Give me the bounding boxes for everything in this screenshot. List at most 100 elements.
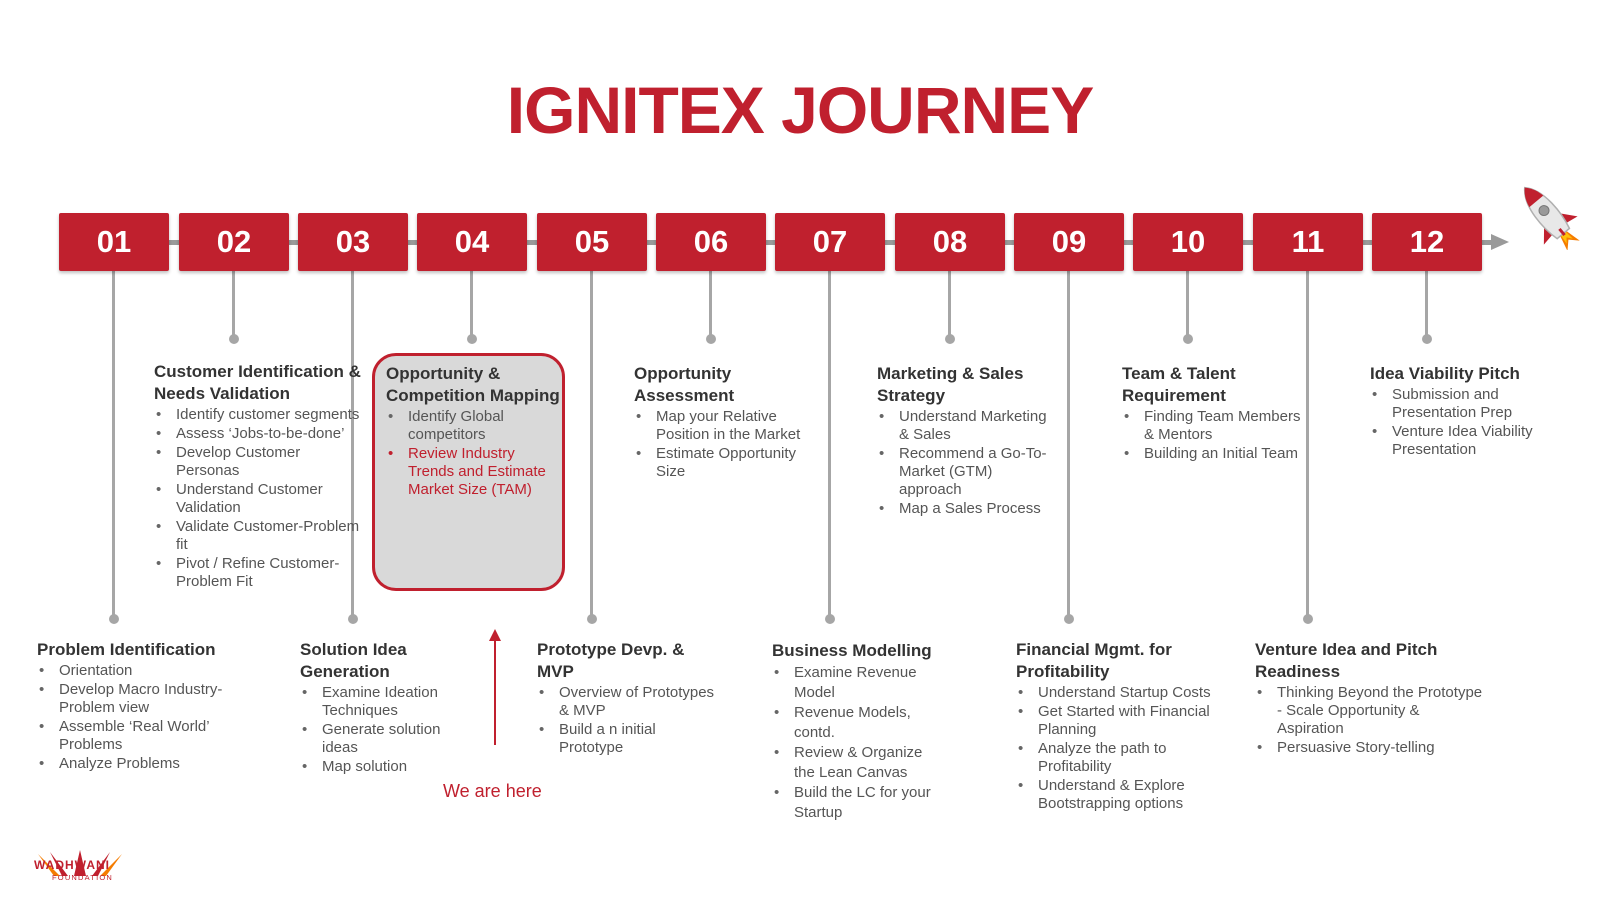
step-box-12: 12 [1372,213,1482,271]
card-title: Problem Identification [37,640,216,659]
step-box-06: 06 [656,213,766,271]
list-item: Generate solution ideas [300,721,470,757]
step-box-08: 08 [895,213,1005,271]
arrow-up-icon [489,629,501,641]
card-title: Idea Viability Pitch [1370,364,1520,383]
list-item: Map a Sales Process [877,500,1057,518]
card-03: Solution Idea Generation Examine Ideatio… [300,639,470,777]
card-title: Business Modelling [772,641,932,660]
connector-11 [1306,271,1309,619]
list-item: Develop Macro Industry-Problem view [37,681,257,717]
logo-name: WADHWANI [34,858,110,872]
page-title: IGNITEX JOURNEY [506,73,1094,147]
list-item: Map solution [300,758,470,776]
connector-dot-12 [1422,334,1432,344]
card-title: Solution Idea Generation [300,640,407,681]
step-box-07: 07 [775,213,885,271]
list-item: Overview of Prototypes & MVP [537,684,717,720]
list-item: Build a n initial Prototype [537,721,717,757]
connector-12 [1425,271,1428,339]
list-item: Thinking Beyond the Prototype - Scale Op… [1255,684,1485,738]
card-02: Customer Identification & Needs Validati… [154,361,366,592]
connector-dot-11 [1303,614,1313,624]
here-arrow-line [494,640,496,745]
card-title: Opportunity & Competition Mapping [386,364,560,405]
step-box-11: 11 [1253,213,1363,271]
card-11: Venture Idea and Pitch Readiness Thinkin… [1255,639,1485,758]
card-title: Financial Mgmt. for Profitability [1016,640,1172,681]
card-title: Team & Talent Requirement [1122,364,1236,405]
list-item-highlighted: Review Industry Trends and Estimate Mark… [386,445,562,499]
list-item: Identify Global competitors [386,408,562,444]
card-title: Prototype Devp. & MVP [537,640,685,681]
list-item: Pivot / Refine Customer-Problem Fit [154,555,366,591]
list-item: Validate Customer-Problem fit [154,518,366,554]
list-item: Venture Idea Viability Presentation [1370,423,1570,459]
card-04: Opportunity & Competition Mapping Identi… [386,363,562,500]
connector-01 [112,271,115,619]
list-item: Examine Ideation Techniques [300,684,470,720]
list-item: Develop Customer Personas [154,444,366,480]
list-item: Assemble ‘Real World’ Problems [37,718,257,754]
step-box-10: 10 [1133,213,1243,271]
list-item: Building an Initial Team [1122,445,1302,463]
card-12: Idea Viability Pitch Submission and Pres… [1370,363,1570,460]
connector-dot-09 [1064,614,1074,624]
card-title: Marketing & Sales Strategy [877,364,1024,405]
card-06: Opportunity Assessment Map your Relative… [634,363,814,482]
connector-dot-10 [1183,334,1193,344]
list-item: Estimate Opportunity Size [634,445,814,481]
list-item: Assess ‘Jobs-to-be-done’ [154,425,366,443]
list-item: Analyze Problems [37,755,257,773]
step-box-02: 02 [179,213,289,271]
list-item: Understand Customer Validation [154,481,366,517]
list-item: Review & Organize the Lean Canvas [772,743,947,783]
card-title: Opportunity Assessment [634,364,735,405]
list-item: Map your Relative Position in the Market [634,408,814,444]
list-item: Understand & Explore Bootstrapping optio… [1016,777,1216,813]
list-item: Understand Marketing & Sales [877,408,1057,444]
card-01: Problem Identification Orientation Devel… [37,639,257,774]
list-item: Submission and Presentation Prep [1370,386,1570,422]
list-item: Orientation [37,662,257,680]
card-09: Financial Mgmt. for Profitability Unders… [1016,639,1216,814]
connector-dot-02 [229,334,239,344]
connector-05 [590,271,593,619]
step-box-04: 04 [417,213,527,271]
list-item: Analyze the path to Profitability [1016,740,1216,776]
connector-dot-08 [945,334,955,344]
rocket-icon [1523,186,1580,250]
list-item: Identify customer segments [154,406,366,424]
list-item: Examine Revenue Model [772,663,947,703]
connector-04 [470,271,473,339]
we-are-here-label: We are here [443,781,542,801]
list-item: Finding Team Members & Mentors [1122,408,1302,444]
card-title: Customer Identification & Needs Validati… [154,362,361,403]
card-title: Venture Idea and Pitch Readiness [1255,640,1438,681]
card-08: Marketing & Sales Strategy Understand Ma… [877,363,1057,519]
step-box-03: 03 [298,213,408,271]
step-box-05: 05 [537,213,647,271]
list-item: Build the LC for your Startup [772,783,947,823]
card-07: Business Modelling Examine Revenue Model… [772,640,947,823]
step-box-09: 09 [1014,213,1124,271]
card-05: Prototype Devp. & MVP Overview of Protot… [537,639,717,758]
list-item: Recommend a Go-To-Market (GTM) approach [877,445,1057,499]
connector-dot-01 [109,614,119,624]
connector-dot-06 [706,334,716,344]
list-item: Get Started with Financial Planning [1016,703,1216,739]
list-item: Revenue Models, contd. [772,703,947,743]
step-box-01: 01 [59,213,169,271]
list-item: Understand Startup Costs [1016,684,1216,702]
connector-dot-05 [587,614,597,624]
list-item: Persuasive Story-telling [1255,739,1485,757]
wadhwani-logo [38,850,122,876]
logo-subtitle: FOUNDATION [52,873,114,882]
connector-08 [948,271,951,339]
connector-dot-03 [348,614,358,624]
connector-dot-04 [467,334,477,344]
connector-09 [1067,271,1070,619]
connector-07 [828,271,831,619]
timeline-arrow-icon [1491,234,1509,250]
connector-06 [709,271,712,339]
